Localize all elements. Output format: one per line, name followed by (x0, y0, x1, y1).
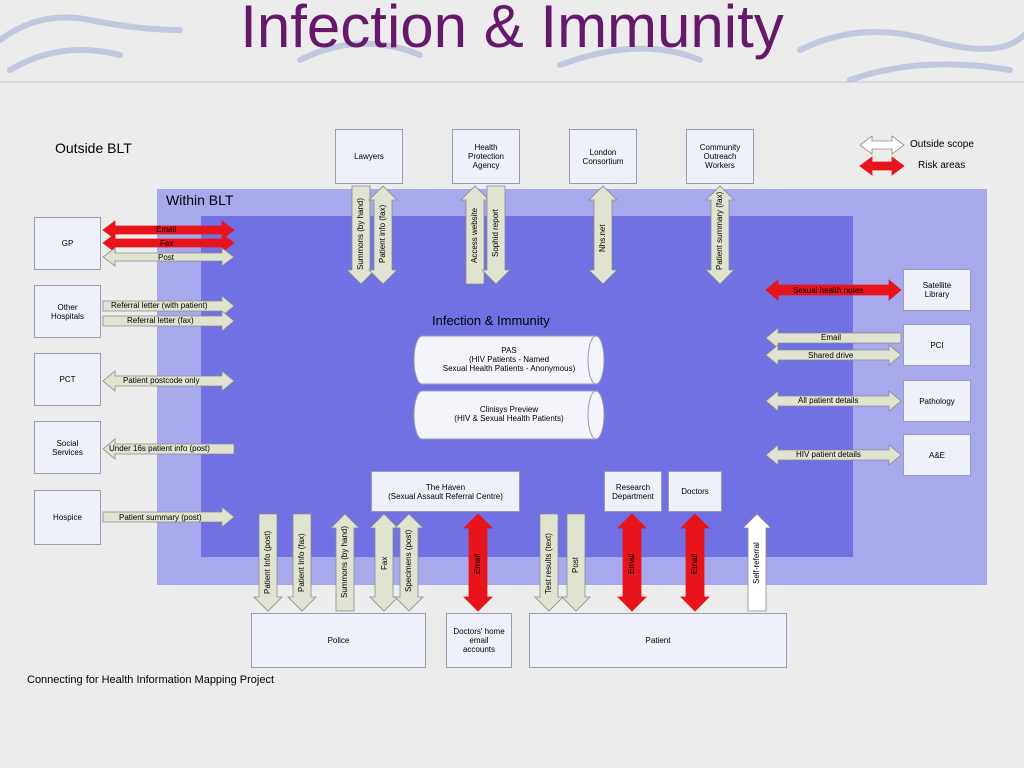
hpa-sophid-arrow (481, 185, 511, 285)
doctors-box: Doctors (668, 471, 722, 512)
other-referral-flow: Referral letter (with patient) (111, 301, 208, 310)
doctors-email-flow: Email (690, 553, 699, 574)
gp-fax-arrow (102, 233, 235, 253)
patient-test-results-flow: Test results (text) (544, 533, 553, 594)
police-info-post-flow: Patient Info (post) (263, 530, 272, 594)
self-referral-arrow (742, 513, 772, 612)
gp-box: GP (34, 217, 101, 270)
pci-drive-flow: Shared drive (808, 351, 854, 360)
haven-specimens-arrow (394, 513, 424, 612)
infection-immunity-label: Infection & Immunity (432, 313, 550, 328)
pct-arrow (102, 370, 235, 392)
police-summons-flow: Summons (by hand) (340, 525, 349, 598)
pci-box: PCI (903, 324, 971, 366)
social-flow: Under 16s patient info (post) (109, 444, 210, 453)
other-fax-arrow (102, 310, 235, 332)
police-info-fax-flow: Patient Info (fax) (297, 533, 306, 592)
hospice-flow: Patient summary (post) (119, 513, 202, 522)
pci-email-flow: Email (821, 333, 842, 342)
london-consortium-box: London Consortium (569, 129, 637, 184)
ae-arrow (765, 444, 902, 466)
pct-box: PCT (34, 353, 101, 406)
cow-summary-arrow (705, 185, 735, 285)
satellite-arrow (765, 279, 902, 301)
pathology-arrow (765, 390, 902, 412)
research-department-box: Research Department (604, 471, 662, 512)
legend-risk-areas: Risk areas (918, 160, 966, 171)
post-arrow (561, 513, 591, 612)
ae-box: A&E (903, 434, 971, 476)
patient-self-referral-flow: Self-referral (752, 542, 761, 584)
haven-fax-arrow (369, 513, 399, 612)
social-arrow (102, 438, 235, 460)
police-info-fax-arrow (287, 513, 317, 612)
pci-drive-arrow (765, 344, 902, 366)
community-outreach-box: Community Outreach Workers (686, 129, 754, 184)
hpa-sophid-flow: Sophid report (491, 208, 500, 257)
doctors-home-email-box: Doctors' home email accounts (446, 613, 512, 668)
social-services-box: Social Services (34, 421, 101, 474)
gp-email-flow: Email (156, 225, 177, 234)
pct-flow: Patient postcode only (123, 376, 200, 385)
lawyers-patient-info-flow: Patient info (fax) (378, 204, 387, 263)
page-title: Infection & Immunity (240, 0, 784, 60)
legend-risk-arrow (859, 156, 905, 176)
haven-fax-flow: Fax (380, 556, 389, 570)
footer-caption: Connecting for Health Information Mappin… (27, 674, 275, 686)
research-email-flow: Email (627, 553, 636, 574)
lawyers-info-arrow (368, 185, 398, 285)
other-referral-fax-flow: Referral letter (fax) (127, 316, 194, 325)
haven-box: The Haven (Sexual Assault Referral Centr… (371, 471, 520, 512)
police-info-post-arrow (253, 513, 283, 612)
infection-immunity-region (201, 216, 853, 557)
pathology-box: Pathology (903, 380, 971, 422)
london-nhsnet-flow: Nhs.net (598, 224, 607, 252)
research-email-arrow (617, 513, 647, 612)
pas-database: PAS (HIV Patients - Named Sexual Health … (442, 346, 576, 373)
hpa-box: Health Protection Agency (452, 129, 520, 184)
gp-post-flow: Post (158, 253, 175, 262)
patient-post-flow: Post (571, 556, 580, 573)
police-box: Police (251, 613, 426, 668)
haven-email-arrow (463, 513, 493, 612)
hpa-website-arrow (460, 185, 490, 285)
lawyers-box: Lawyers (335, 129, 403, 184)
test-results-arrow (534, 513, 564, 612)
other-referral-arrow (102, 295, 235, 317)
haven-specimens-flow: Specimens (post) (404, 529, 413, 592)
clinisys-database: Clinisys Preview (HIV & Sexual Health Pa… (454, 405, 564, 423)
legend-scope-arrow (859, 135, 905, 155)
satellite-flow: Sexual health notes (793, 286, 864, 295)
pathology-flow: All patient details (798, 396, 859, 405)
police-summons-arrow (330, 513, 360, 612)
doctors-email-arrow (680, 513, 710, 612)
haven-email-flow: Email (473, 553, 482, 574)
london-nhsnet-arrow (588, 185, 618, 285)
satellite-library-box: Satellite Library (903, 269, 971, 311)
hospice-box: Hospice (34, 490, 101, 545)
legend-outside-scope: Outside scope (910, 139, 974, 150)
gp-fax-flow: Fax (160, 239, 174, 248)
other-hospitals-box: Other Hospitals (34, 285, 101, 338)
hpa-access-website-flow: Access website (470, 207, 479, 263)
outside-blt-label: Outside BLT (55, 140, 132, 156)
hospice-arrow (102, 506, 235, 528)
cow-summary-flow: Patient summary (fax) (715, 191, 724, 270)
lawyers-summons-flow: Summons (by hand) (356, 197, 365, 270)
gp-post-arrow (102, 247, 235, 267)
ae-flow: HIV patient details (796, 450, 861, 459)
within-blt-label: Within BLT (166, 192, 234, 208)
patient-box: Patient (529, 613, 787, 668)
